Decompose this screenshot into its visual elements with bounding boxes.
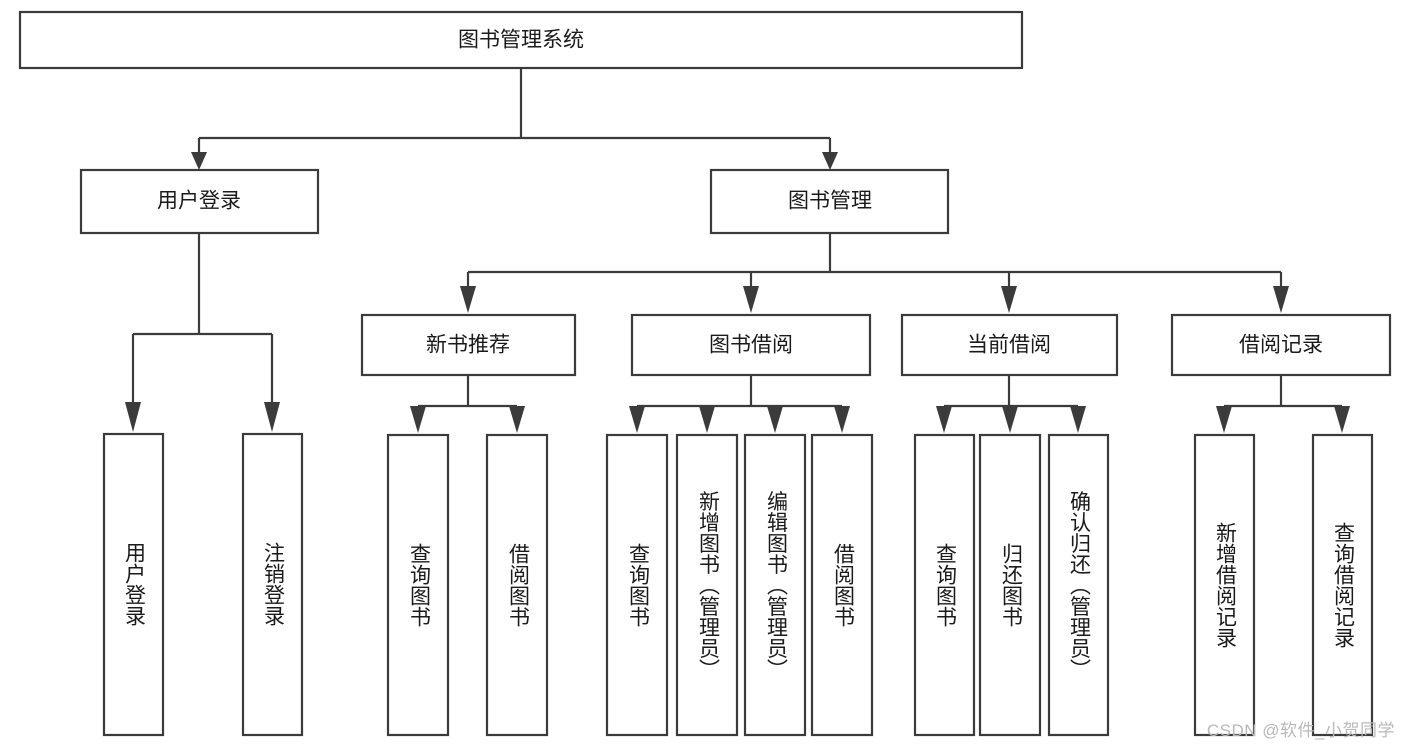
connector-group-book-borrow-leaves: [629, 375, 850, 433]
node-book-borrow-label: 图书借阅: [709, 334, 793, 357]
csdn-watermark: CSDN @软件_小贺同学: [1206, 721, 1395, 740]
node-leaf-add-book[interactable]: 新增图书（管理员）: [675, 433, 739, 737]
node-leaf-query-book-1-box[interactable]: [386, 433, 450, 737]
node-leaf-return-book[interactable]: 归还图书: [978, 433, 1042, 737]
arrow-head-book-management: [822, 152, 838, 170]
node-leaf-confirm-return-box[interactable]: [1047, 433, 1110, 737]
node-leaf-query-book-2-box[interactable]: [605, 433, 669, 737]
node-leaf-add-record-box[interactable]: [1193, 433, 1256, 737]
connector-group-new-book-leaves: [410, 375, 525, 433]
node-leaf-query-book-3[interactable]: 查询图书: [913, 433, 976, 737]
node-user-login-box[interactable]: [79, 168, 320, 235]
node-leaf-add-book-label: 新增图书（管理员）: [696, 491, 720, 680]
node-leaf-borrow-book-1[interactable]: 借阅图书: [485, 433, 549, 737]
node-leaf-add-book-box[interactable]: [675, 433, 739, 737]
node-leaf-return-book-box[interactable]: [978, 433, 1042, 737]
node-leaf-query-record-box[interactable]: [1311, 433, 1374, 737]
arrow-head-leaf-logout: [264, 402, 280, 432]
node-book-borrow-box[interactable]: [630, 313, 872, 377]
node-leaf-borrow-book-2-label: 借阅图书: [831, 543, 855, 627]
node-leaf-user-login[interactable]: 用户登录: [102, 432, 165, 737]
arrow-head-leaf-query-book-3: [936, 406, 952, 433]
node-leaf-return-book-label: 归还图书: [999, 543, 1023, 627]
node-book-management-label: 图书管理: [788, 190, 872, 213]
arrow-head-leaf-add-record: [1216, 406, 1232, 433]
node-leaf-logout[interactable]: 注销登录: [241, 432, 304, 737]
node-leaf-query-book-1-label: 查询图书: [407, 543, 431, 627]
node-leaf-query-book-2[interactable]: 查询图书: [605, 433, 669, 737]
node-book-borrow[interactable]: 图书借阅: [630, 313, 872, 377]
arrow-head-leaf-borrow-book-2: [834, 406, 850, 433]
node-leaf-borrow-book-2[interactable]: 借阅图书: [810, 433, 874, 737]
arrow-head-leaf-borrow-book-1: [509, 406, 525, 433]
node-leaf-borrow-book-2-box[interactable]: [810, 433, 874, 737]
node-leaf-confirm-return[interactable]: 确认归还（管理员）: [1047, 433, 1110, 737]
node-borrow-record[interactable]: 借阅记录: [1170, 313, 1392, 377]
node-leaf-query-book-2-label: 查询图书: [626, 543, 650, 627]
node-leaf-query-record-label: 查询借阅记录: [1331, 522, 1355, 648]
node-leaf-add-record[interactable]: 新增借阅记录: [1193, 433, 1256, 737]
arrow-head-user-login: [191, 152, 207, 170]
arrow-head-leaf-user-login: [125, 402, 141, 432]
arrow-head-leaf-query-record: [1334, 406, 1350, 433]
node-leaf-logout-box[interactable]: [241, 432, 304, 737]
node-root-box[interactable]: [18, 10, 1024, 70]
node-leaf-borrow-book-1-label: 借阅图书: [506, 543, 530, 627]
connector-group-root: [191, 68, 838, 170]
arrow-head-leaf-edit-book: [767, 406, 783, 433]
node-user-login[interactable]: 用户登录: [79, 168, 320, 235]
arrow-head-borrow-record: [1273, 286, 1289, 313]
node-current-borrow-box[interactable]: [900, 313, 1119, 377]
node-leaf-query-book-3-label: 查询图书: [933, 543, 957, 627]
connector-group-user-login-leaves: [125, 233, 280, 432]
node-user-login-label: 用户登录: [157, 190, 241, 213]
node-leaf-borrow-book-1-box[interactable]: [485, 433, 549, 737]
node-new-book-recommend-box[interactable]: [360, 313, 577, 377]
connector-group-book-management: [460, 233, 1289, 313]
node-book-management[interactable]: 图书管理: [709, 168, 950, 235]
node-book-management-box[interactable]: [709, 168, 950, 235]
node-borrow-record-box[interactable]: [1170, 313, 1392, 377]
node-current-borrow-label: 当前借阅: [967, 334, 1051, 357]
node-leaf-query-record[interactable]: 查询借阅记录: [1311, 433, 1374, 737]
connector-group-borrow-record-leaves: [1216, 375, 1350, 433]
node-leaf-user-login-label: 用户登录: [122, 542, 146, 626]
arrow-head-leaf-add-book: [699, 406, 715, 433]
node-leaf-edit-book-label: 编辑图书（管理员）: [764, 491, 788, 680]
arrow-head-book-borrow: [743, 286, 759, 313]
arrow-head-new-book-recommend: [460, 286, 476, 313]
arrow-head-leaf-query-book-1: [410, 406, 426, 433]
node-borrow-record-label: 借阅记录: [1239, 334, 1323, 357]
node-leaf-query-book-3-box[interactable]: [913, 433, 976, 737]
node-leaf-edit-book[interactable]: 编辑图书（管理员）: [743, 433, 807, 737]
arrow-head-current-borrow: [1001, 286, 1017, 313]
node-new-book-recommend[interactable]: 新书推荐: [360, 313, 577, 377]
arrow-head-leaf-return-book: [1002, 406, 1018, 433]
arrow-head-leaf-query-book-2: [629, 406, 645, 433]
node-root-label: 图书管理系统: [458, 29, 584, 52]
node-leaf-confirm-return-label: 确认归还（管理员）: [1067, 491, 1091, 680]
node-leaf-add-record-label: 新增借阅记录: [1213, 522, 1237, 648]
node-leaf-user-login-box[interactable]: [102, 432, 165, 737]
node-leaf-logout-label: 注销登录: [261, 542, 285, 626]
node-leaf-edit-book-box[interactable]: [743, 433, 807, 737]
node-new-book-recommend-label: 新书推荐: [426, 334, 510, 357]
node-root[interactable]: 图书管理系统: [18, 10, 1024, 70]
arrow-head-leaf-confirm-return: [1070, 406, 1086, 433]
node-leaf-query-book-1[interactable]: 查询图书: [386, 433, 450, 737]
connector-group-current-borrow-leaves: [936, 375, 1086, 433]
node-current-borrow[interactable]: 当前借阅: [900, 313, 1119, 377]
